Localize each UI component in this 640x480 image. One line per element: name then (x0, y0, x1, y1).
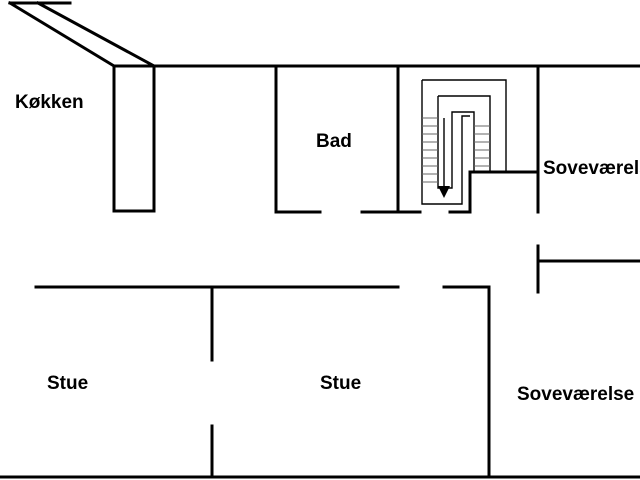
stair-mid-outline (438, 95, 491, 172)
arrow-down-icon (438, 118, 450, 198)
diagonal-wall-outer (35, 0, 157, 69)
room-label-living-left: Stue (47, 373, 88, 394)
stair-inner-outline (437, 96, 475, 189)
room-label-bedroom-upper: Soveværelse (543, 158, 640, 179)
room-label-bedroom-lower: Soveværelse (517, 384, 634, 405)
stair-outer-left (421, 80, 470, 205)
diagonal-wall-inner (7, 0, 117, 69)
room-label-bath: Bad (316, 131, 352, 152)
stair-treads (422, 117, 490, 183)
stair-side-wall (468, 170, 540, 214)
stair-outer-outline (422, 79, 507, 172)
room-label-living-middle: Stue (320, 373, 361, 394)
staircase (421, 79, 507, 205)
room-labels: Køkken Bad Soveværelse Stue Stue Sovevær… (15, 92, 640, 405)
chimney (112, 64, 156, 213)
room-label-kitchen: Køkken (15, 92, 84, 113)
